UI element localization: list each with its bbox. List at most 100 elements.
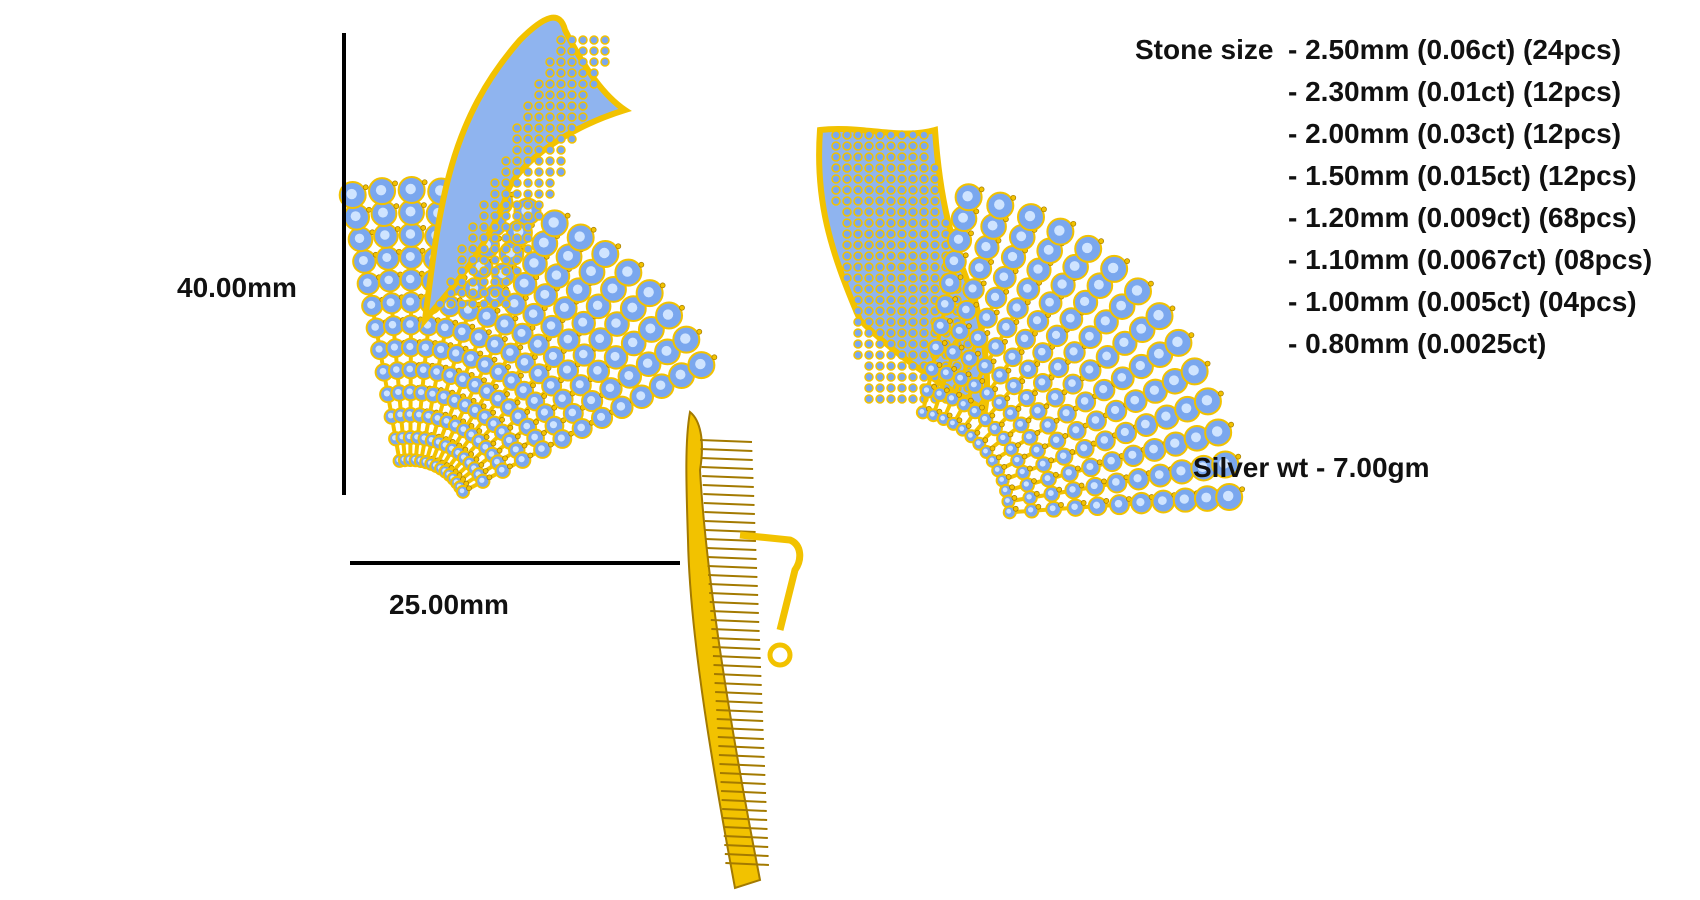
prong [483, 434, 490, 440]
stone-highlight [531, 433, 538, 441]
stone-highlight [482, 311, 491, 320]
stone-highlight [1007, 409, 1014, 416]
prong [1078, 482, 1085, 489]
pave-stone [578, 46, 588, 56]
stone-highlight [519, 278, 529, 288]
stone-highlight [529, 258, 539, 268]
pave-stone [897, 317, 907, 327]
stone-highlight [948, 395, 955, 401]
pave-stone [446, 299, 456, 309]
pave-stone [567, 90, 577, 100]
pave-stone [875, 273, 885, 283]
pave-stone [512, 255, 522, 265]
pave-stone [853, 229, 863, 239]
pave-stone [534, 167, 544, 177]
pave-stone [842, 152, 852, 162]
pave-stone [864, 229, 874, 239]
pave-stone [842, 273, 852, 283]
stone-highlight [520, 358, 529, 366]
pave-stone [545, 167, 555, 177]
stone-highlight [490, 420, 497, 427]
pave-stone [875, 284, 885, 294]
stone-highlight [509, 299, 519, 308]
pave-stone [589, 46, 599, 56]
pave-stone [886, 240, 896, 250]
stone-highlight [505, 436, 513, 444]
pave-stone [512, 134, 522, 144]
pave-stone [501, 156, 511, 166]
pave-stone [919, 284, 929, 294]
stone-highlight [405, 252, 415, 262]
pave-stone [897, 141, 907, 151]
prong [943, 387, 950, 394]
prong [973, 301, 980, 308]
pave-stone [853, 152, 863, 162]
stone-highlight [494, 394, 502, 402]
pave-stone [523, 145, 533, 155]
stone-highlight [1112, 478, 1120, 486]
stone-highlight [461, 401, 468, 408]
prong [490, 409, 497, 416]
pave-stone [842, 229, 852, 239]
pave-stone [523, 211, 533, 221]
prong [420, 225, 427, 231]
prong [1035, 503, 1042, 510]
pave-stone [908, 361, 918, 371]
pave-stone [512, 123, 522, 133]
pave-stone [567, 79, 577, 89]
stone-highlight [1037, 347, 1046, 356]
stone-highlight [1161, 411, 1171, 421]
pave-stone [468, 233, 478, 243]
pave-stone [897, 262, 907, 272]
pave-stone [908, 394, 918, 404]
stone-highlight [512, 446, 519, 453]
prong [1033, 490, 1040, 497]
stone-highlight [1191, 432, 1201, 443]
prong [490, 440, 497, 447]
stone-row [722, 808, 767, 812]
prong [1098, 238, 1105, 244]
pave-stone [908, 207, 918, 217]
pave-stone [501, 288, 511, 298]
pave-stone [545, 68, 555, 78]
pave-stone [435, 299, 445, 309]
pave-stone [468, 244, 478, 254]
pave-stone [919, 295, 929, 305]
pave-stone [897, 240, 907, 250]
pave-stone [512, 222, 522, 232]
stone-highlight [605, 383, 615, 393]
pave-stone [556, 101, 566, 111]
prong [541, 393, 548, 399]
pave-stone [864, 361, 874, 371]
prong [1007, 431, 1014, 438]
stone-highlight [983, 448, 988, 454]
pave-stone [589, 68, 599, 78]
stone-spec-line: - 2.30mm (0.01ct) (12pcs) [1288, 76, 1622, 107]
prong [1021, 453, 1028, 460]
pave-stone [886, 229, 896, 239]
stone-highlight [627, 337, 638, 348]
pave-stone [908, 196, 918, 206]
stone-highlight [1071, 503, 1078, 510]
prong [999, 421, 1005, 428]
stone-highlight [1131, 285, 1143, 296]
pave-stone [457, 288, 467, 298]
stone-highlight [1054, 225, 1065, 236]
stone-highlight [586, 266, 596, 277]
prong [968, 230, 974, 237]
pave-stone [556, 79, 566, 89]
pave-stone [864, 394, 874, 404]
stone-highlight [999, 272, 1009, 282]
stone-highlight [475, 437, 482, 444]
pave-stone [446, 277, 456, 287]
stone-highlight [482, 443, 489, 450]
pave-stone [578, 101, 588, 111]
pave-stone [864, 163, 874, 173]
pave-stone [523, 222, 533, 232]
earring-front-view [338, 14, 718, 499]
pave-stone [545, 134, 555, 144]
stone-highlight [429, 390, 436, 397]
pave-stone [875, 196, 885, 206]
pave-stone [556, 145, 566, 155]
pave-stone [908, 284, 918, 294]
